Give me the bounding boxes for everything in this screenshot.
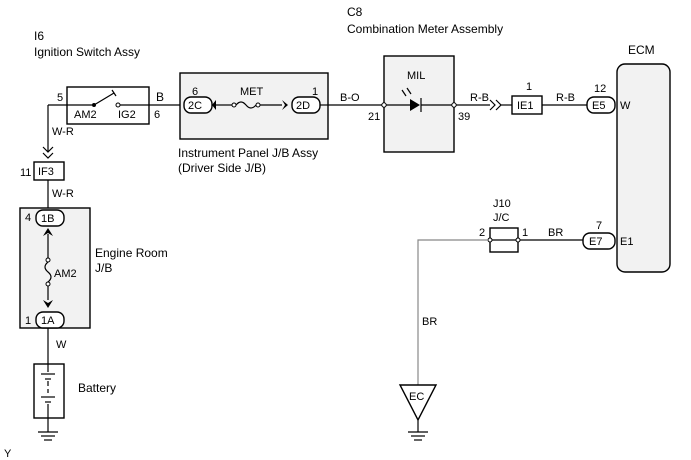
jc-pin-left: 2: [479, 227, 485, 239]
ipjb-conn-left-label: 2C: [188, 100, 202, 112]
ipjb-conn-left-arrow-icon: [212, 100, 216, 110]
erjb-box: [19, 207, 91, 329]
wire-br-label-2: BR: [422, 316, 437, 328]
ignition-switch-ig2: IG2: [118, 109, 136, 121]
if3-label: IF3: [38, 166, 54, 178]
combo-code: C8: [347, 5, 363, 19]
ground-icon: [408, 431, 428, 441]
erjb-fuse-icon: [44, 257, 52, 287]
jc-code: J10: [493, 198, 511, 210]
ipjb-fuse-label: MET: [240, 86, 264, 98]
ignition-pin-left: 5: [57, 92, 63, 104]
erjb-conn-top: [35, 209, 65, 227]
jc-name: J/C: [493, 212, 510, 224]
footer-mark: Y: [4, 448, 12, 460]
ecm-box: [616, 63, 671, 273]
e7-connector: [582, 232, 616, 250]
e5-connector: [586, 96, 616, 114]
combo-name: Combination Meter Assembly: [347, 22, 503, 36]
e7-pin: 7: [596, 220, 602, 232]
erjb-fuse-label: AM2: [54, 268, 77, 280]
led-icon: [401, 87, 422, 112]
ie1-arrow-icon: [489, 99, 502, 111]
battery-ground-icon: [38, 431, 58, 441]
erjb-conn-top-label: 1B: [41, 213, 54, 225]
ignition-pin-right: 6: [154, 109, 160, 121]
wire-br-label-1: BR: [548, 227, 563, 239]
ecm-term-e1: E1: [620, 236, 633, 248]
wire-r-b-label-1: R-B: [470, 92, 489, 104]
ignition-out-color: B: [156, 90, 164, 104]
ipjb-name-line1: Instrument Panel J/B Assy: [178, 146, 318, 160]
if3-pin: 11: [20, 167, 31, 179]
wire-w-label: W: [56, 339, 67, 351]
switch-contact-icon: [67, 89, 149, 108]
ie1-label: IE1: [517, 100, 534, 112]
erjb-conn-bot-pin: 1: [25, 315, 31, 327]
erjb-name-line1: Engine Room: [95, 246, 168, 260]
ecm-term-w: W: [620, 100, 631, 112]
wire-br-ground: [417, 239, 488, 385]
ipjb-name-line2: (Driver Side J/B): [178, 161, 266, 175]
ground-ec-label: EC: [409, 391, 424, 403]
combo-pin-out: 39: [458, 111, 470, 123]
ground-ec-triangle: [398, 384, 438, 422]
if3-connector: [33, 161, 65, 181]
wire-w-r-label-2: W-R: [52, 188, 74, 200]
ipjb-conn-right-label: 2D: [296, 100, 310, 112]
battery-icon: [41, 364, 55, 418]
wire-w-r-label-1: W-R: [52, 126, 74, 138]
ecm-name: ECM: [628, 43, 655, 57]
erjb-bot-arrow-icon: [43, 300, 53, 308]
ipjb-conn-right-arrow-icon: [282, 100, 288, 110]
e5-pin: 12: [594, 83, 606, 95]
combo-lamp-label: MIL: [407, 70, 425, 82]
ie1-pin: 1: [526, 81, 532, 93]
combo-pin-in: 21: [368, 111, 380, 123]
erjb-top-arrow-icon: [43, 228, 53, 236]
e5-label: E5: [592, 100, 605, 112]
erjb-conn-bot: [35, 311, 65, 329]
ignition-switch-am2: AM2: [74, 109, 97, 121]
if3-arrow-icon: [42, 146, 54, 159]
battery-name: Battery: [78, 381, 116, 395]
erjb-name-line2: J/B: [95, 261, 112, 275]
erjb-conn-top-pin: 4: [25, 212, 31, 224]
jc-pin-right: 1: [522, 227, 528, 239]
ignition-name: Ignition Switch Assy: [34, 45, 140, 59]
battery-box: [33, 363, 65, 419]
ipjb-conn-left-pin: 6: [192, 86, 198, 98]
ipjb-conn-right-pin: 1: [312, 86, 318, 98]
erjb-conn-bot-label: 1A: [41, 315, 55, 327]
e7-label: E7: [589, 236, 602, 248]
ignition-code: I6: [34, 29, 44, 43]
wire-b-o-label: B-O: [340, 92, 360, 104]
wire-r-b-label-2: R-B: [556, 92, 575, 104]
